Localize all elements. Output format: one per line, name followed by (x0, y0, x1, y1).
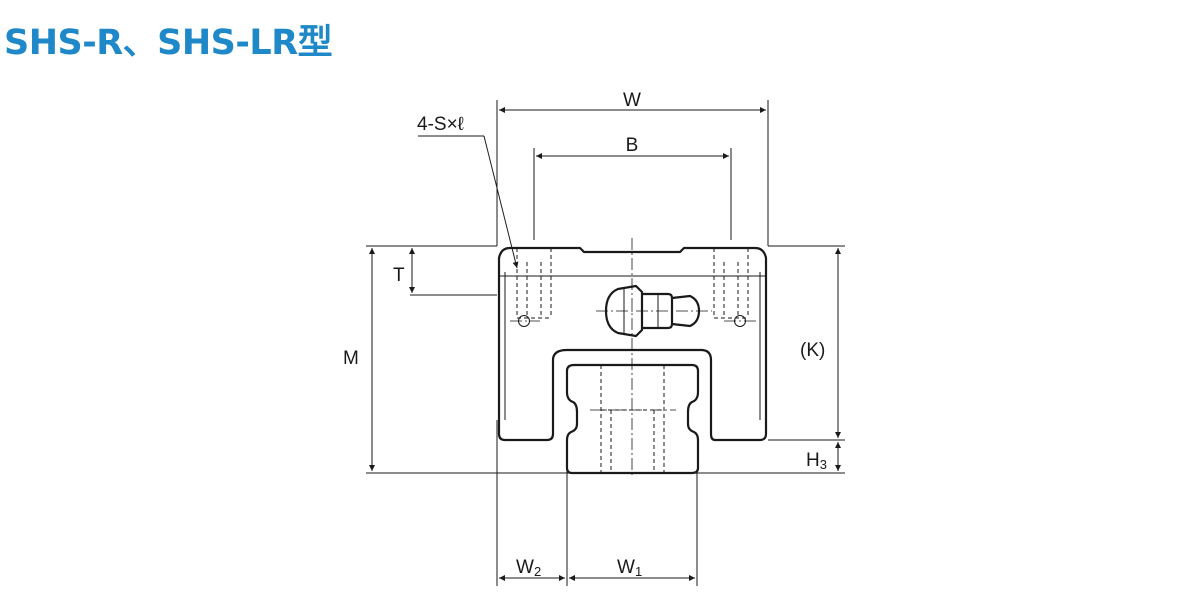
label-h3-sub: 3 (820, 457, 827, 472)
mounting-hole-right (713, 248, 749, 327)
label-w2-main: W (516, 557, 534, 578)
dimension-h3: H3 (806, 442, 841, 472)
label-w: W (623, 90, 641, 111)
label-k: (K) (800, 340, 825, 361)
label-w1-main: W (617, 557, 635, 578)
label-t: T (393, 265, 405, 286)
dimension-w1: W1 (569, 557, 695, 581)
dimension-m: M (343, 248, 375, 471)
label-w1-sub: 1 (635, 564, 642, 579)
block-body (497, 246, 768, 442)
mounting-hole-left (516, 248, 552, 327)
dimension-w2: W2 (499, 557, 565, 581)
label-w2-sub: 2 (534, 564, 541, 579)
label-m: M (343, 348, 359, 369)
label-w2: W2 (516, 557, 541, 579)
label-b: B (626, 135, 639, 156)
label-w1: W1 (617, 557, 642, 579)
extension-lines (366, 100, 845, 586)
label-h3: H3 (806, 450, 827, 472)
rail (565, 363, 700, 475)
dimension-t: T (393, 248, 415, 293)
page-title: SHS-R、SHS-LR型 (4, 23, 333, 63)
label-h3-main: H (806, 450, 820, 471)
dimension-w: W (499, 90, 766, 113)
dimension-k: (K) (800, 248, 841, 438)
label-screw: 4-S×ℓ (417, 114, 464, 135)
center-lines (510, 238, 756, 478)
dimension-screw: 4-S×ℓ (417, 114, 519, 269)
dimension-b: B (536, 135, 729, 159)
